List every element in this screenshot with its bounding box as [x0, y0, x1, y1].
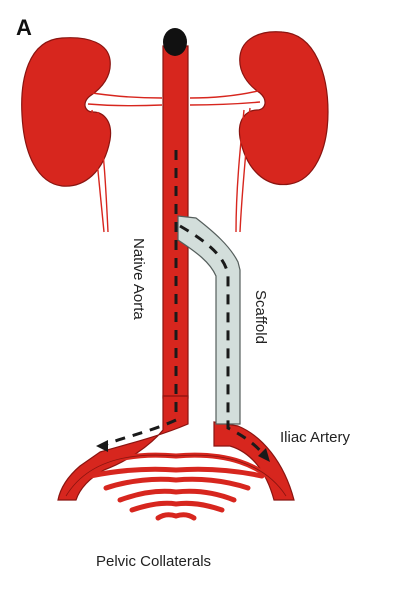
pelvic-collaterals	[66, 455, 286, 518]
flow-arrow-left	[96, 440, 108, 452]
right-kidney	[239, 32, 328, 185]
label-native-aorta: Native Aorta	[130, 238, 147, 320]
occlusion-cap	[163, 28, 187, 56]
panel-letter: A	[16, 15, 32, 40]
label-scaffold: Scaffold	[252, 290, 269, 344]
label-pelvic-collaterals: Pelvic Collaterals	[96, 553, 211, 570]
label-iliac-artery: Iliac Artery	[280, 429, 351, 446]
